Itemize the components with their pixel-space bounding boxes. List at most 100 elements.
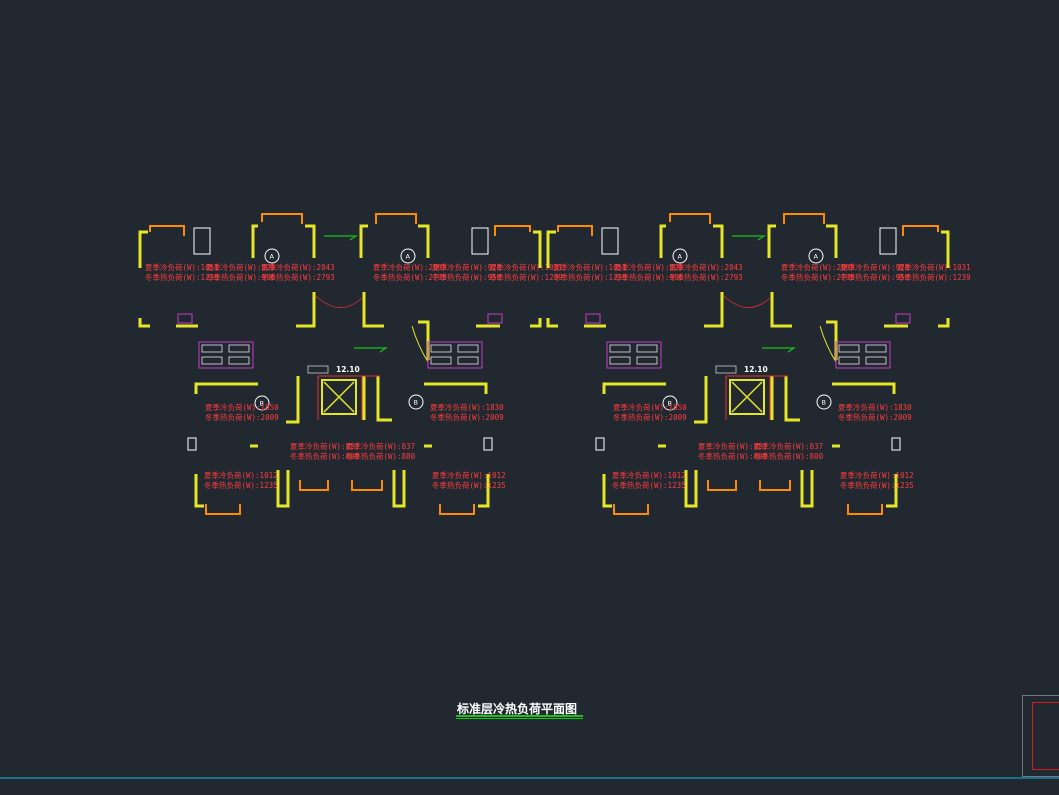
appliance-icon xyxy=(865,344,887,353)
cooling-load-label: 夏季冷负荷(W):1051 xyxy=(145,262,219,272)
unit-mark-a xyxy=(808,248,824,264)
equipment-outline xyxy=(198,341,254,369)
dimension-mark xyxy=(732,235,766,241)
wall xyxy=(546,318,558,328)
unit-mark-a-letter: A xyxy=(406,253,411,261)
door-swing xyxy=(819,325,837,363)
wall xyxy=(286,376,300,424)
equipment-outline xyxy=(606,341,662,369)
wall xyxy=(684,470,698,508)
shaft-icon xyxy=(595,437,605,451)
elevator-cross xyxy=(731,381,763,413)
heating-load-label: 冬季热负荷(W):880 xyxy=(346,451,416,461)
elevator-cross xyxy=(323,381,355,413)
equipment-outline xyxy=(427,341,483,369)
unit-mark-a-letter: A xyxy=(678,253,683,261)
window xyxy=(494,225,531,236)
dimension-mark xyxy=(762,347,796,353)
cooling-load-label: 夏季冷负荷(W):928 xyxy=(840,262,910,272)
toilet-icon xyxy=(193,227,211,255)
viewport-bottom-line xyxy=(0,777,1059,779)
drawing-title: 标准层冷热负荷平面图 xyxy=(457,702,578,716)
cooling-load-label: 夏季冷负荷(W):928 xyxy=(614,262,684,272)
appliance-icon xyxy=(457,344,479,353)
wall xyxy=(194,474,204,508)
heating-load-label: 冬季热负荷(W):2793 xyxy=(669,272,743,282)
window xyxy=(902,225,939,236)
wall xyxy=(659,224,666,258)
elevator-shaft xyxy=(729,379,765,415)
equipment-tag xyxy=(307,365,329,374)
dimension-mark xyxy=(354,347,388,353)
title-block-frame xyxy=(1022,695,1059,777)
heating-load-label: 冬季热负荷(W):956 xyxy=(614,272,684,282)
cooling-load-label: 夏季冷负荷(W):1012 xyxy=(612,470,686,480)
heating-load-label: 冬季热负荷(W):2009 xyxy=(205,412,279,422)
wall xyxy=(832,382,896,394)
heating-load-label: 冬季热负荷(W):1235 xyxy=(204,480,278,490)
heating-load-label: 冬季热负荷(W):2009 xyxy=(613,412,687,422)
door-swing xyxy=(315,295,363,308)
cooling-load-label: 夏季冷负荷(W):2063 xyxy=(373,262,447,272)
wall xyxy=(800,470,814,508)
heating-load-label: 冬季热负荷(W):1239 xyxy=(553,272,627,282)
cooling-load-label: 夏季冷负荷(W):1051 xyxy=(553,262,627,272)
cooling-load-label: 夏季冷负荷(W):837 xyxy=(698,441,767,451)
heating-load-label: 冬季热负荷(W):956 xyxy=(432,272,502,282)
window xyxy=(783,213,825,224)
cooling-load-label: 夏季冷负荷(W):1012 xyxy=(204,470,278,480)
wall xyxy=(138,318,150,328)
cooling-load-label: 夏季冷负荷(W):2043 xyxy=(669,262,743,272)
appliance-icon xyxy=(838,356,860,365)
appliance-icon xyxy=(228,344,250,353)
wall xyxy=(602,382,666,394)
appliance-icon xyxy=(609,344,631,353)
heating-load-label: 冬季热负荷(W):2009 xyxy=(430,412,504,422)
wall xyxy=(276,470,290,508)
cooling-load-label: 夏季冷负荷(W):1031 xyxy=(897,262,971,272)
window xyxy=(613,504,649,515)
wall xyxy=(418,224,430,258)
heating-load-label: 冬季热负荷(W):2793 xyxy=(261,272,335,282)
wall xyxy=(392,470,406,508)
appliance-icon xyxy=(228,356,250,365)
window xyxy=(669,213,711,224)
heating-load-label: 冬季热负荷(W):1235 xyxy=(840,480,914,490)
wall xyxy=(296,292,316,328)
unit-mark-b-letter: B xyxy=(414,399,418,407)
window xyxy=(299,480,329,491)
window xyxy=(557,225,593,236)
unit-mark-b xyxy=(662,395,678,411)
title-underline-thin xyxy=(456,718,583,719)
appliance-icon xyxy=(201,344,223,353)
cooling-load-label: 夏季冷负荷(W):928 xyxy=(206,262,276,272)
window xyxy=(261,213,303,224)
window xyxy=(149,225,185,236)
shaft-icon xyxy=(483,437,493,451)
cooling-load-label: 夏季冷负荷(W):1012 xyxy=(432,470,506,480)
heating-load-label: 冬季热负荷(W):956 xyxy=(840,272,910,282)
heating-load-label: 冬季热负荷(W):1239 xyxy=(489,272,563,282)
wall xyxy=(194,382,258,394)
appliance-icon xyxy=(636,344,658,353)
heating-load-label: 冬季热负荷(W):1239 xyxy=(897,272,971,282)
wall xyxy=(713,224,724,258)
appliance-icon xyxy=(430,356,452,365)
title-underline xyxy=(456,715,583,717)
wall xyxy=(602,474,612,508)
unit-mark-a-letter: A xyxy=(814,253,819,261)
toilet-icon xyxy=(601,227,619,255)
wall xyxy=(941,230,950,268)
door-swing xyxy=(723,295,771,308)
heating-load-label: 冬季热负荷(W):1235 xyxy=(612,480,686,490)
unit-mark-a xyxy=(264,248,280,264)
unit-mark-b xyxy=(816,394,832,410)
ac-unit-icon xyxy=(487,313,503,324)
window xyxy=(205,504,241,515)
unit-mark-b xyxy=(408,394,424,410)
title-block-border xyxy=(1032,702,1059,770)
cooling-load-label: 夏季冷负荷(W):1031 xyxy=(489,262,563,272)
unit-mark-a xyxy=(400,248,416,264)
